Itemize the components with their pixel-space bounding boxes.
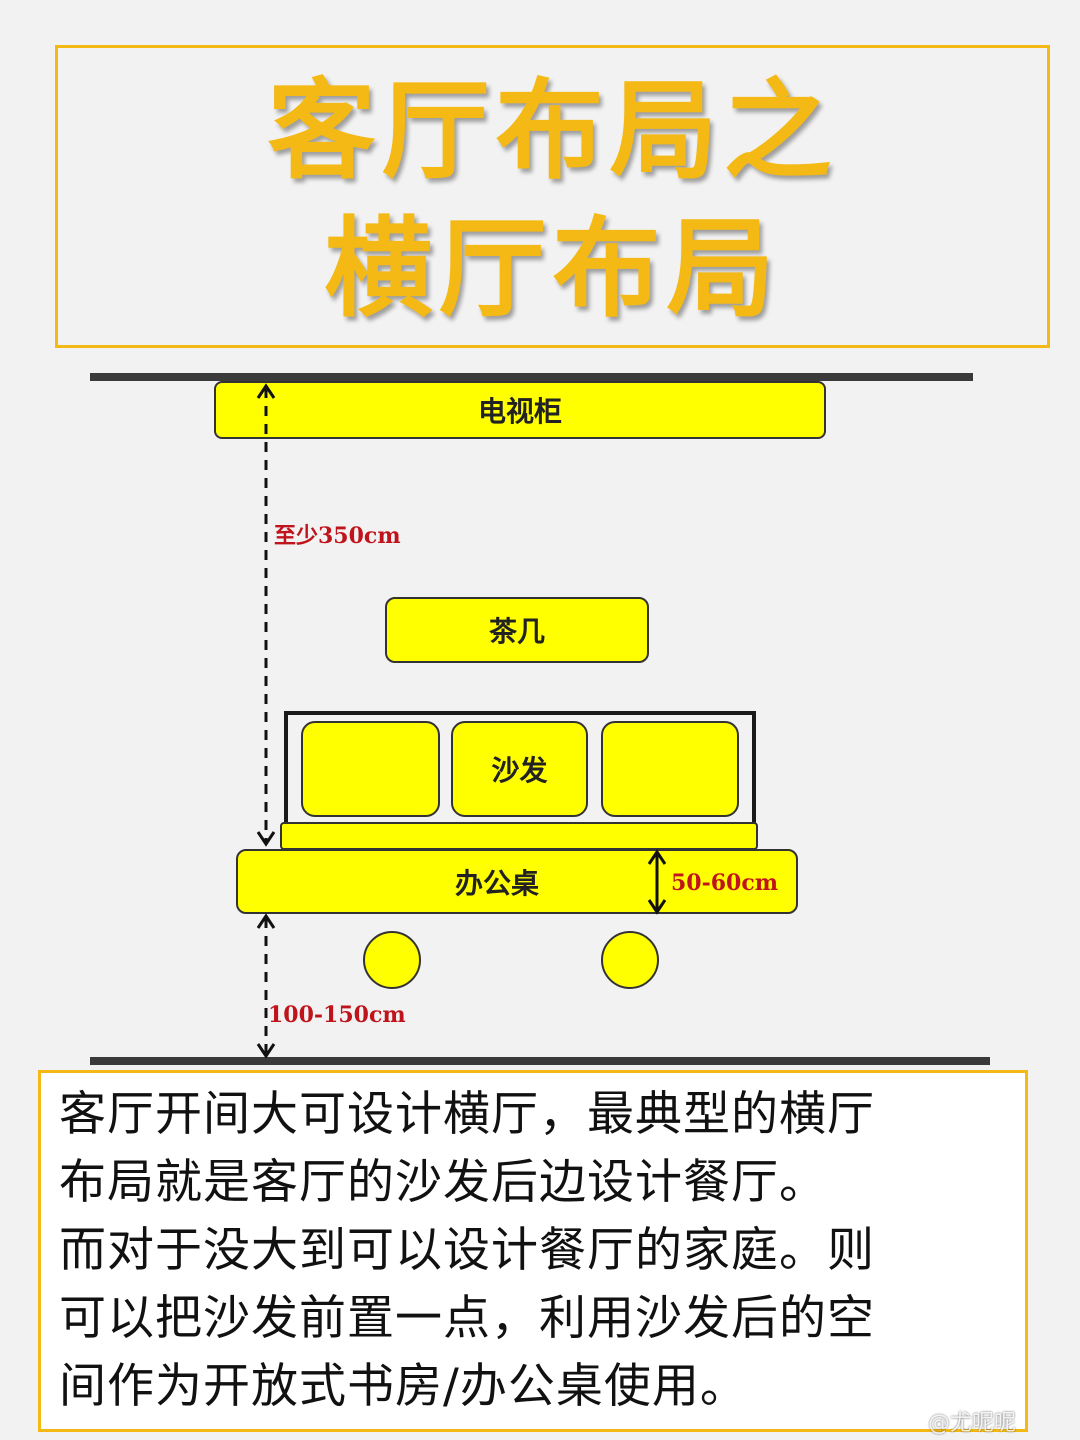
dim-arrow-tv-top bbox=[256, 383, 276, 399]
title-line-1: 客厅布局之 bbox=[267, 69, 838, 194]
dim-arrow-wall-top bbox=[256, 913, 276, 929]
tv-cabinet: 电视柜 bbox=[214, 381, 826, 439]
chair-right bbox=[601, 931, 659, 989]
title-line-2: 横厅布局 bbox=[324, 207, 781, 332]
sofa-cushion-middle: 沙发 bbox=[451, 721, 588, 817]
desk: 办公桌 bbox=[236, 849, 798, 914]
chair-left bbox=[363, 931, 421, 989]
sofa-label: 沙发 bbox=[491, 754, 548, 787]
dim-arrow-tv-bottom bbox=[256, 831, 276, 847]
dim-label-tv-desk: 至少350cm bbox=[274, 523, 401, 549]
dim-label-desk-wall: 100-150cm bbox=[268, 1002, 406, 1028]
dim-arrow-wall-bottom bbox=[256, 1043, 276, 1059]
dim-arrow-desk-top bbox=[647, 849, 667, 865]
coffee-table: 茶几 bbox=[385, 597, 649, 663]
tv-cabinet-label: 电视柜 bbox=[477, 395, 562, 428]
sofa-cushion-left bbox=[301, 721, 440, 817]
sofa-cushion-right bbox=[601, 721, 739, 817]
watermark: @尤呢呢 bbox=[928, 1411, 1017, 1436]
desk-label: 办公桌 bbox=[454, 866, 539, 900]
description-box: 客厅开间大可设计横厅，最典型的横厅 布局就是客厅的沙发后边设计餐厅。 而对于没大… bbox=[38, 1070, 1028, 1432]
dim-arrow-desk-bottom bbox=[647, 899, 667, 915]
top-wall bbox=[90, 373, 973, 381]
title-box: 客厅布局之 横厅布局 bbox=[55, 45, 1050, 348]
dim-label-desk-depth: 50-60cm bbox=[671, 870, 779, 896]
coffee-table-label: 茶几 bbox=[488, 615, 545, 648]
description-text: 客厅开间大可设计横厅，最典型的横厅 布局就是客厅的沙发后边设计餐厅。 而对于没大… bbox=[59, 1087, 875, 1414]
bottom-wall bbox=[90, 1057, 990, 1065]
